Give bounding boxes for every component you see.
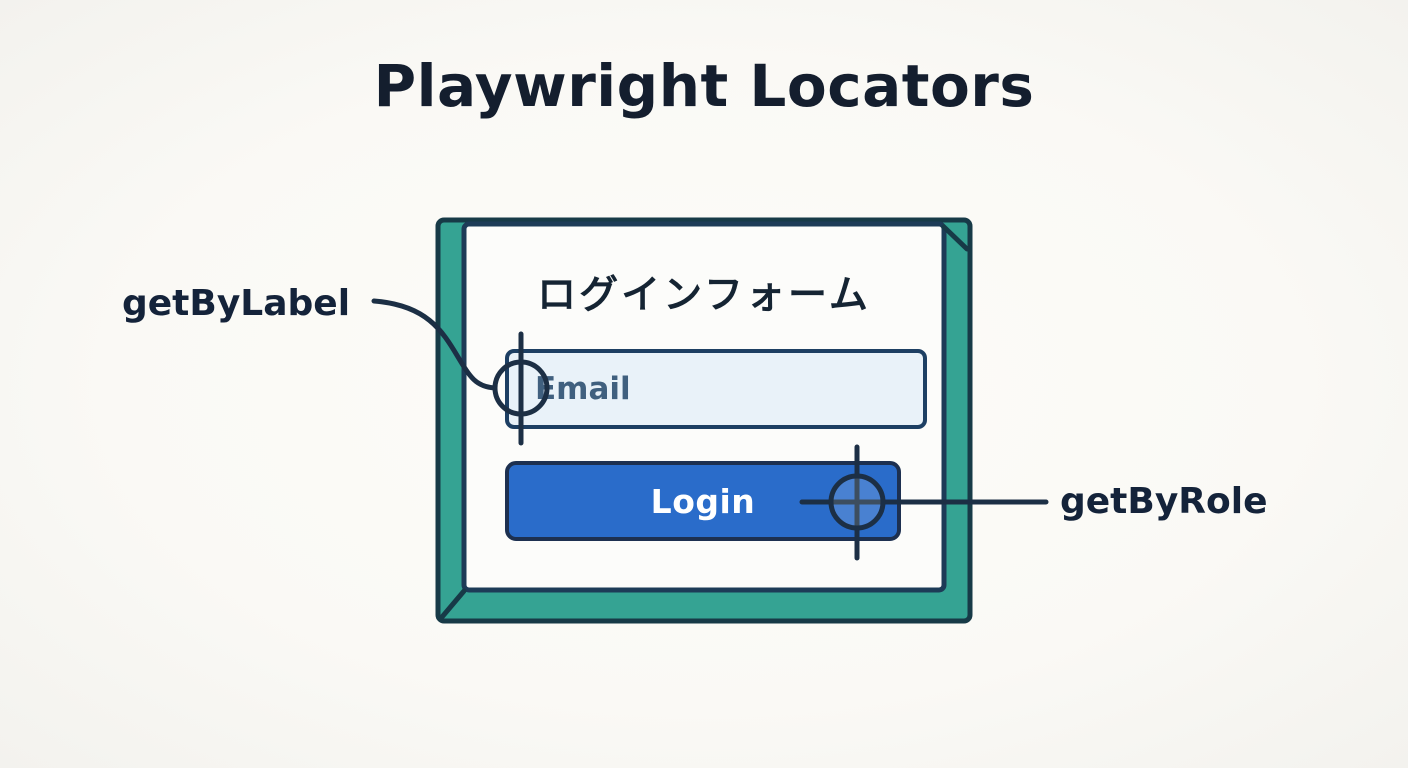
bevel-line-bottom-left — [439, 588, 467, 620]
form-title: ログインフォーム — [537, 273, 871, 318]
getbyrole-label: getByRole — [1060, 481, 1268, 522]
getbylabel-label: getByLabel — [122, 283, 351, 324]
bevel-line-top-right — [941, 224, 970, 252]
login-button-label: Login — [650, 481, 756, 521]
email-placeholder: Email — [535, 371, 631, 407]
email-input[interactable]: Email — [505, 349, 927, 429]
login-button[interactable]: Login — [505, 461, 901, 541]
diagram-title: Playwright Locators — [373, 52, 1035, 120]
